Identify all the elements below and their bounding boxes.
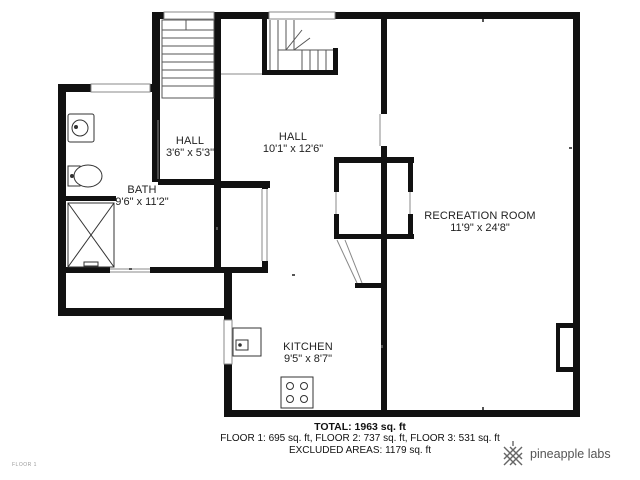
- room-label-bath: BATH 9'6" x 11'2": [108, 184, 176, 208]
- floor-tag: FLOOR 1: [12, 462, 37, 468]
- kitchen-sink-icon: [232, 327, 262, 357]
- room-dimensions: 11'9" x 24'8": [450, 222, 510, 234]
- openings: [90, 11, 411, 365]
- room-dimensions: 10'1" x 12'6": [262, 143, 324, 155]
- room-name: BATH: [127, 184, 157, 196]
- total-area: TOTAL: 1963 sq. ft: [314, 421, 406, 433]
- room-name: RECREATION ROOM: [424, 210, 536, 222]
- markers: [129, 19, 572, 410]
- room-name: HALL: [175, 135, 205, 147]
- area-summary: TOTAL: 1963 sq. ft FLOOR 1: 695 sq. ft, …: [150, 421, 570, 457]
- toilet-icon: [67, 164, 103, 188]
- stove-icon: [280, 376, 314, 409]
- room-label-hall-main: HALL 10'1" x 12'6": [248, 131, 338, 155]
- room-dimensions: 9'6" x 11'2": [115, 196, 169, 208]
- floor-areas: FLOOR 1: 695 sq. ft, FLOOR 2: 737 sq. ft…: [220, 433, 500, 444]
- room-dimensions: 9'5" x 8'7": [283, 353, 333, 365]
- brand-name: pineapple labs: [530, 447, 611, 461]
- room-dimensions: 3'6" x 5'3": [165, 147, 215, 159]
- room-label-recreation: RECREATION ROOM 11'9" x 24'8": [410, 210, 550, 234]
- kitchen-fixtures: [232, 327, 314, 409]
- bath-fixtures: [67, 113, 115, 268]
- room-name: KITCHEN: [283, 341, 333, 353]
- excluded-areas: EXCLUDED AREAS: 1179 sq. ft: [288, 445, 432, 456]
- room-name: HALL: [278, 131, 308, 143]
- shower-icon: [67, 202, 115, 268]
- interior-walls: [58, 12, 574, 414]
- room-label-hall-small: HALL 3'6" x 5'3": [160, 135, 220, 159]
- stairs-top: [269, 20, 333, 70]
- brand: pineapple labs: [502, 441, 611, 467]
- pineapple-labs-logo-icon: [503, 441, 523, 466]
- stairs-left: [161, 19, 215, 99]
- room-label-kitchen: KITCHEN 9'5" x 8'7": [270, 341, 346, 365]
